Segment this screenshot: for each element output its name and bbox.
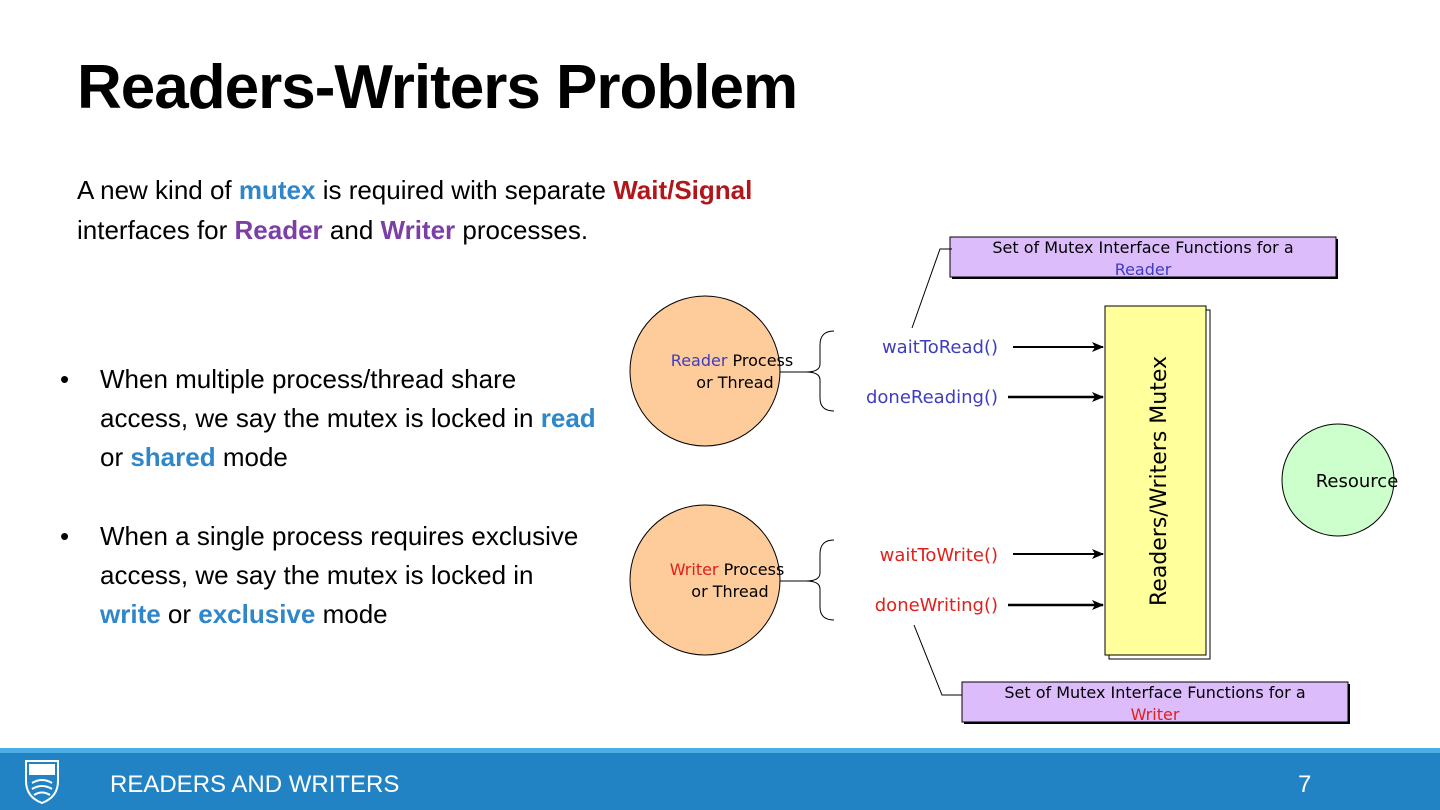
box-face <box>961 681 1349 723</box>
keyword-exclusive: exclusive <box>198 599 316 629</box>
writer-process-circle: Writer Process or Thread <box>629 504 785 656</box>
reader-callout-line <box>911 248 952 329</box>
keyword-read: read <box>540 403 596 433</box>
label-keyword: Writer <box>670 560 719 579</box>
footer-section-title: READERS AND WRITERS <box>110 771 400 798</box>
writer-interface-box: Set of Mutex Interface Functions for a W… <box>961 681 1350 724</box>
reader-process-circle: Reader Process or Thread <box>629 295 793 447</box>
bullet-text: or <box>160 599 199 629</box>
writer-process-label: Writer Process <box>670 560 785 579</box>
label-rest: Process <box>719 560 785 579</box>
intro-text: A new kind of mutex is required with sep… <box>77 170 897 250</box>
bullet-text: When multiple process/thread share acces… <box>100 364 541 433</box>
bullet-text: When a single process requires exclusive… <box>100 521 579 590</box>
bullet-text: mode <box>315 599 388 629</box>
intro-text-part: processes. <box>455 215 589 245</box>
keyword-wait-signal: Wait/Signal <box>613 175 753 205</box>
reader-process-label-line2: or Thread <box>696 373 773 392</box>
keyword-reader: Reader <box>234 215 323 245</box>
bullet-list: • When multiple process/thread share acc… <box>60 360 600 674</box>
resource-label: Resource <box>1316 471 1399 492</box>
circle-shape <box>629 504 781 656</box>
bullet-item: • When a single process requires exclusi… <box>60 517 600 634</box>
writer-box-line1: Set of Mutex Interface Functions for a <box>1004 683 1305 702</box>
readers-writers-mutex: Readers/Writers Mutex <box>1104 305 1211 660</box>
keyword-write: write <box>100 599 161 629</box>
reader-interface-box: Set of Mutex Interface Functions for a R… <box>949 236 1338 279</box>
bullet-item: • When multiple process/thread share acc… <box>60 360 600 477</box>
circle-shape <box>1281 423 1395 537</box>
reader-box-line2: Reader <box>1115 260 1172 279</box>
done-reading-label: doneReading() <box>866 387 998 408</box>
label-keyword: Reader <box>671 351 728 370</box>
keyword-mutex: mutex <box>238 175 316 205</box>
page-number: 7 <box>1298 771 1312 798</box>
slide-title: Readers-Writers Problem <box>77 53 798 122</box>
footer-bar: READERS AND WRITERS 7 <box>0 753 1440 810</box>
wait-to-read-label: waitToRead() <box>882 337 998 358</box>
writer-brace <box>805 539 835 621</box>
intro-text-part: and <box>322 215 381 245</box>
ubc-crest-icon <box>25 760 59 805</box>
circle-shape <box>629 295 781 447</box>
mutex-face <box>1104 305 1207 656</box>
reader-box-line1: Set of Mutex Interface Functions for a <box>992 238 1293 257</box>
label-rest: Process <box>727 351 793 370</box>
writer-callout-line <box>913 624 962 696</box>
done-writing-label: doneWriting() <box>875 595 998 616</box>
intro-text-part: A new kind of <box>77 175 239 205</box>
keyword-shared: shared <box>130 442 216 472</box>
mutex-label: Readers/Writers Mutex <box>1147 356 1172 606</box>
box-face <box>949 236 1337 278</box>
writer-box-line2: Writer <box>1131 705 1180 724</box>
intro-text-part: interfaces for <box>77 215 235 245</box>
reader-process-label: Reader Process <box>671 351 793 370</box>
keyword-writer: Writer <box>380 215 456 245</box>
footer-accent-line <box>0 748 1440 753</box>
wait-to-write-label: waitToWrite() <box>880 545 998 566</box>
writer-process-label-line2: or Thread <box>691 582 768 601</box>
resource-circle: Resource <box>1281 423 1399 537</box>
reader-brace <box>805 330 835 412</box>
bullet-dot-icon: • <box>60 364 70 394</box>
bullet-text: or <box>100 442 131 472</box>
intro-text-part: is required with separate <box>315 175 614 205</box>
bullet-text: mode <box>215 442 288 472</box>
bullet-dot-icon: • <box>60 521 70 551</box>
